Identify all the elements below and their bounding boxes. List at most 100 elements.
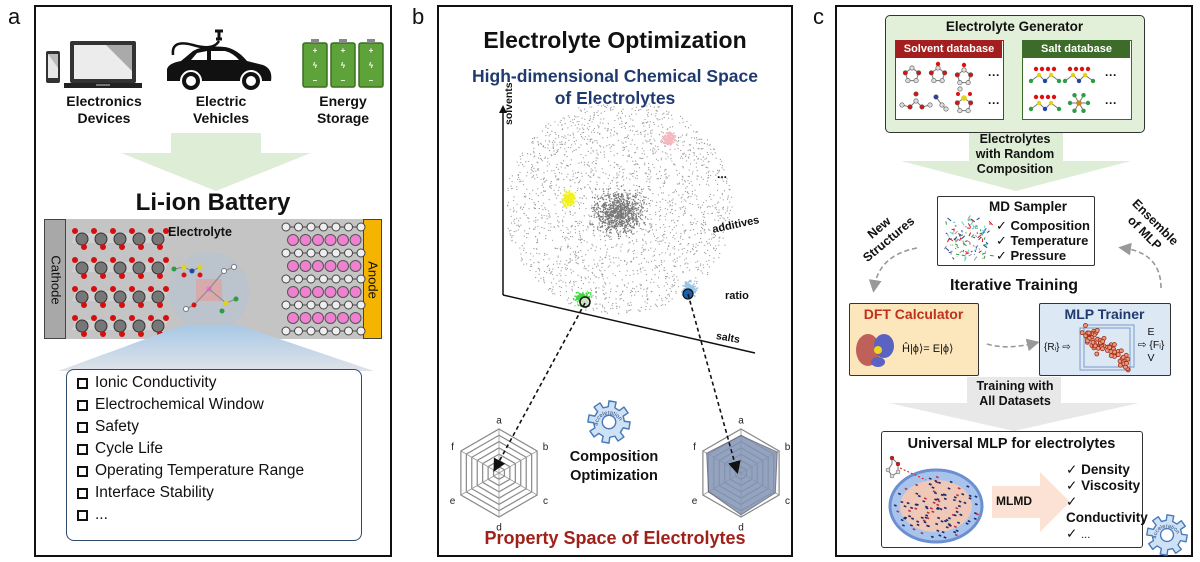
radar-value-area: [706, 435, 778, 516]
md-sampler-title: MD Sampler: [988, 199, 1068, 214]
metal-atom: [75, 232, 89, 246]
checkbox-icon[interactable]: [77, 487, 88, 499]
oxygen-atom: [148, 286, 154, 292]
radar-spoke: [460, 472, 500, 496]
radar-spoke: [460, 450, 500, 474]
oxygen-atom: [91, 315, 97, 321]
property-item: Operating Temperature Range: [67, 460, 361, 482]
solvation-shell: [169, 252, 249, 332]
chemical-space-subtitle: High-dimensional Chemical Space of Elect…: [472, 66, 758, 108]
property-outputs: ✓ Density ✓ Viscosity ✓ Conductivity ✓ .…: [1066, 462, 1148, 543]
panel-a-label: a: [8, 4, 21, 29]
panel-b-label: b: [412, 4, 425, 29]
metal-atom: [113, 232, 127, 246]
dft-calculator: DFT Calculator Ĥ|ϕ⟩= E|ϕ⟩: [849, 303, 979, 376]
cathode: Cathode: [44, 219, 66, 339]
checkbox-icon[interactable]: [77, 421, 88, 433]
lithium-ion: [324, 260, 337, 272]
salt-molecule: [1062, 66, 1096, 84]
electrolyte-simulation-blob: [885, 455, 984, 544]
radar-spoke: [498, 450, 538, 474]
svg-text:+: +: [313, 46, 318, 55]
oxygen-atom: [91, 228, 97, 234]
checkbox-icon[interactable]: [77, 443, 88, 455]
carbon-atom: [319, 222, 328, 232]
carbon-atom: [331, 222, 341, 232]
lithium-ion: [349, 234, 362, 246]
radar-axis-label: a: [496, 415, 502, 426]
metal-atom: [94, 290, 108, 304]
blob-core: [900, 480, 972, 532]
gear-hole: [1159, 527, 1175, 543]
anode-label: Anode: [365, 261, 381, 299]
lithium-ion: [287, 286, 299, 298]
radar-axis-label: b: [785, 442, 791, 453]
salt-db-header: Salt database: [1023, 41, 1130, 58]
all-datasets-label: Training with All Datasets: [976, 379, 1054, 408]
metal-atom: [132, 290, 146, 304]
optimization-title: Electrolyte Optimization: [483, 27, 747, 53]
solvent-database: Solvent database ······: [895, 40, 1004, 120]
cluster-pink: [659, 131, 678, 146]
carbon-atom: [344, 274, 353, 284]
oxygen-atom: [119, 244, 125, 250]
output-item: ✓ ...: [1066, 526, 1091, 541]
oxygen-atom: [148, 257, 154, 263]
oxygen-atom: [157, 302, 163, 308]
metal-atom: [75, 261, 89, 275]
oxygen-atom: [163, 286, 169, 292]
property-item: Ionic Conductivity: [67, 372, 361, 394]
ellipsis: ···: [988, 68, 1000, 82]
carbon-atom: [356, 222, 366, 232]
svg-text:–: –: [341, 76, 346, 85]
anode-lattice: [281, 222, 366, 336]
property-item: Cycle Life: [67, 438, 361, 460]
md-simulation-box: [943, 215, 994, 262]
mlmd-arrow: [992, 472, 1070, 532]
lithium-ion: [337, 286, 349, 298]
radar-axis-label: a: [738, 415, 744, 426]
metal-atom: [151, 261, 165, 275]
oxygen-atom: [163, 257, 169, 263]
radar-axis-label: b: [543, 442, 549, 453]
oxygen-atom: [81, 273, 87, 279]
metal-atom: [132, 232, 146, 246]
solvent-molecule: [899, 91, 933, 110]
solvent-molecule-inset: [885, 455, 901, 479]
panel-b: Electrolyte Optimization High-dimensiona…: [437, 5, 793, 557]
output-item: ✓ Conductivity: [1066, 494, 1148, 525]
output-item: ✓ Viscosity: [1066, 478, 1141, 493]
carbon-atom: [281, 326, 291, 336]
oxygen-atom: [100, 273, 106, 279]
oxygen-atom: [81, 331, 87, 337]
oxygen-atom: [91, 257, 97, 263]
carbon-atom: [281, 248, 291, 258]
metal-atom: [113, 290, 127, 304]
oxygen-atom: [129, 228, 135, 234]
oxygen-atom: [72, 286, 78, 292]
radar-axis-label: f: [693, 442, 696, 453]
checkbox-icon[interactable]: [77, 399, 88, 411]
lithium-ion: [312, 286, 324, 298]
generator-title: Electrolyte Generator: [945, 19, 1084, 34]
electrolyte-label: Electrolyte: [168, 225, 232, 239]
svg-text:ϟ: ϟ: [341, 61, 346, 70]
lithium-ion: [287, 234, 299, 246]
cluster-yellow: [561, 189, 578, 208]
carbon-atom: [344, 222, 353, 232]
crystal-structure-icon: [1079, 323, 1135, 373]
lithium-ion: [299, 312, 312, 324]
down-arrow-gray: [889, 377, 1139, 431]
md-condition: ✓ Temperature: [996, 233, 1089, 248]
oxygen-atom: [138, 244, 144, 250]
mlmd-label: MLMD: [996, 494, 1032, 508]
salt-molecules: ······: [1028, 66, 1117, 113]
checkbox-icon[interactable]: [77, 509, 88, 521]
metal-atom: [151, 232, 165, 246]
checkbox-icon[interactable]: [77, 377, 88, 389]
solvent-molecule: [954, 92, 974, 114]
checkbox-icon[interactable]: [77, 465, 88, 477]
lithium-ion: [299, 234, 312, 246]
oxygen-atom: [100, 244, 106, 250]
solvent-molecules: ······: [899, 61, 1000, 114]
